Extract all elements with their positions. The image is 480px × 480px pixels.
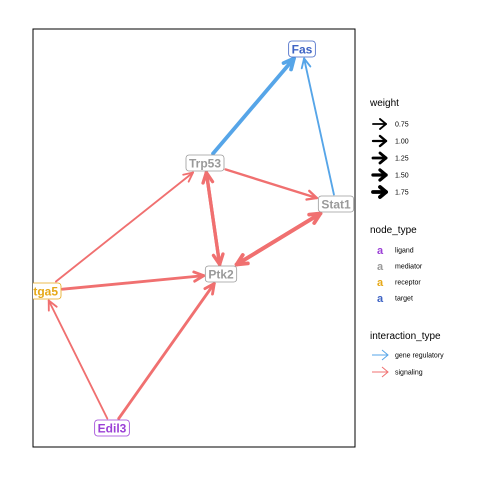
legend-node-type-label: target [395, 296, 413, 303]
edge-line [234, 211, 323, 267]
legend-interaction-type-item: gene regulatory [372, 349, 444, 361]
edge-stat1-to-ptk2 [234, 211, 323, 267]
legend-interaction-type-label: gene regulatory [395, 353, 444, 360]
node-label: Edil3 [98, 422, 127, 436]
node-box [185, 154, 225, 172]
legend-node-type-glyph: a [377, 293, 384, 305]
legend-node-type-glyph: a [377, 277, 384, 289]
legend-node-type-item: a ligand [377, 245, 414, 257]
node-box [204, 265, 238, 283]
legend-interaction-type-items: gene regulatory signaling [372, 349, 444, 378]
legend-weight-label: 1.25 [395, 156, 409, 163]
legend-weight-item: 1.25 [371, 151, 409, 165]
legend-node-type-item: a receptor [377, 277, 421, 289]
node-label: Ptk2 [208, 268, 234, 282]
node-itga5: Itga5 [30, 282, 62, 300]
legend-weight-title: weight [369, 98, 399, 109]
legend-node-type-item: a target [377, 293, 413, 305]
legend-interaction-type-label: signaling [395, 370, 423, 377]
node-edil3: Edil3 [94, 419, 130, 437]
legend-interaction-arrow-head [381, 366, 389, 378]
legend-weight-item: 1.75 [371, 185, 409, 199]
edge-arrowhead [281, 56, 296, 72]
legend-weight-label: 1.50 [395, 173, 409, 180]
edge-itga5-to-ptk2 [61, 270, 206, 291]
edge-arrowhead [203, 282, 216, 296]
legend-weight-item: 1.00 [371, 134, 409, 148]
edge-line [117, 282, 216, 420]
node-fas: Fas [288, 40, 316, 58]
edge-line [303, 57, 335, 196]
node-label: Stat1 [321, 198, 351, 212]
edge-line [61, 274, 206, 291]
edge-arrowhead [192, 270, 206, 283]
edge-edil3-to-ptk2 [117, 282, 216, 420]
edge-arrowhead [201, 170, 215, 185]
legend-interaction-type-title: interaction_type [370, 331, 441, 342]
edge-arrowhead [234, 253, 250, 267]
legend-interaction-type-item: signaling [372, 366, 423, 378]
node-label: Trp53 [189, 157, 221, 171]
node-box [33, 282, 62, 300]
edge-line [224, 168, 319, 200]
edge-line [211, 56, 296, 156]
plot-panel [32, 28, 356, 448]
legend-weight-arrow-head [378, 185, 388, 199]
legend-weight-arrow-head [378, 168, 388, 182]
node-box [317, 195, 355, 213]
node-ptk2: Ptk2 [204, 265, 238, 283]
edge-line [55, 171, 194, 283]
legend: weight 0.75 1.00 1.25 1.50 1.75 node_type a l… [369, 98, 444, 378]
node-label: Itga5 [30, 285, 58, 299]
legend-weight-label: 1.75 [395, 190, 409, 197]
legend-weight-label: 0.75 [395, 122, 409, 129]
legend-node-type-title: node_type [370, 225, 417, 236]
edge-stat1-to-fas [300, 57, 335, 196]
edge-line [47, 299, 109, 420]
node-label: Fas [292, 43, 313, 57]
edge-trp53-to-stat1 [224, 168, 319, 201]
legend-weight-arrow-head [378, 134, 388, 148]
legend-weight-label: 1.00 [395, 139, 409, 146]
node-box [288, 40, 316, 58]
legend-weight-arrow-head [378, 151, 388, 165]
legend-weight-arrow-head [379, 118, 387, 130]
edge-trp53-to-fas [211, 56, 296, 156]
node-box [94, 419, 130, 437]
edges-layer [47, 56, 335, 420]
legend-node-type-glyph: a [377, 245, 384, 257]
edge-arrowhead [182, 171, 194, 183]
edge-arrowhead [47, 299, 58, 312]
legend-node-type-items: a ligand a mediator a receptor a target [377, 245, 423, 305]
legend-node-type-label: receptor [395, 280, 421, 287]
node-trp53: Trp53 [185, 154, 225, 172]
edge-ptk2-to-trp53 [201, 170, 222, 267]
legend-node-type-item: a mediator [377, 261, 423, 273]
edge-arrowhead [305, 189, 319, 201]
legend-weight-item: 0.75 [372, 118, 409, 130]
edge-itga5-to-trp53 [55, 171, 194, 283]
edge-arrowhead [300, 57, 312, 70]
edge-edil3-to-itga5 [47, 299, 109, 420]
node-stat1: Stat1 [317, 195, 355, 213]
legend-node-type-label: mediator [395, 264, 423, 271]
edge-line [204, 170, 222, 267]
legend-node-type-label: ligand [395, 248, 414, 255]
legend-node-type-glyph: a [377, 261, 384, 273]
legend-weight-items: 0.75 1.00 1.25 1.50 1.75 [371, 118, 409, 199]
legend-interaction-arrow-head [381, 349, 389, 361]
legend-weight-item: 1.50 [371, 168, 409, 182]
